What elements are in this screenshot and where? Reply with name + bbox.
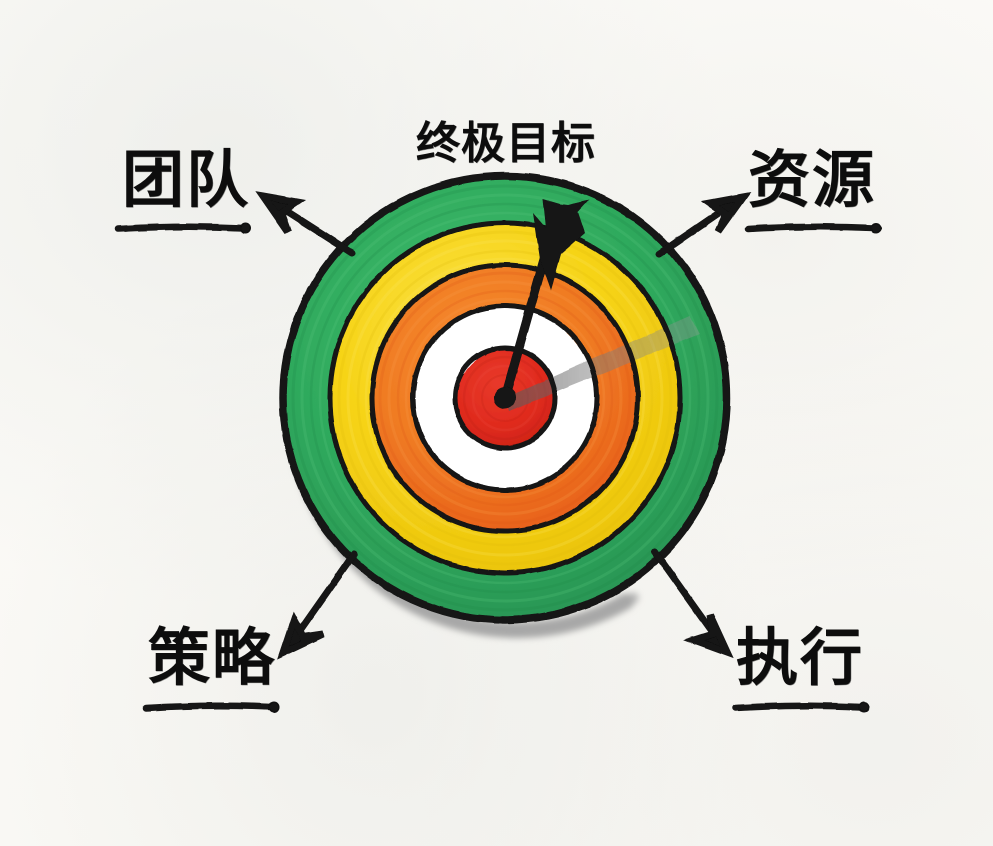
arrow-in-bullseye [494,199,589,409]
label-resource: 资源 [748,147,877,215]
target-ink-outlines [279,172,731,624]
pointer-arrow-team [255,191,356,257]
underline-execution [732,701,870,713]
label-team: 团队 [122,147,251,215]
label-strategy: 策略 [148,625,277,693]
pointer-arrow-execution [651,548,734,659]
pointer-arrow-strategy [277,550,358,660]
orange-marker-texture [378,271,632,525]
pointer-arrows-group [255,191,751,660]
pointer-arrow-resource [655,192,751,258]
label-underlines-group [114,222,882,713]
green-marker-texture [291,184,719,612]
label-execution: 执行 [736,625,865,693]
underline-team [114,222,251,234]
yellow-marker-texture [337,230,673,566]
underline-strategy [142,701,280,713]
underline-resource [744,222,882,234]
label-ultimate-goal: 终极目标 [416,119,596,168]
